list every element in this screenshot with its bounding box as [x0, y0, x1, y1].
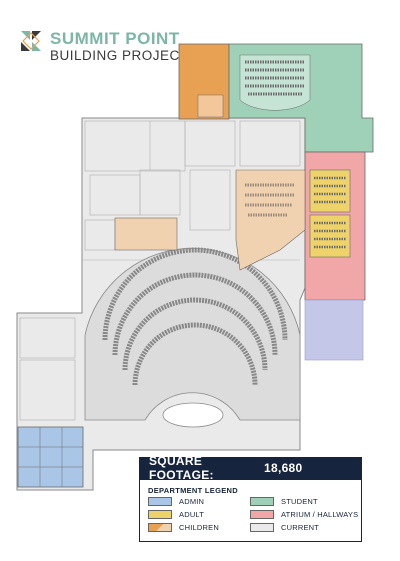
legend-swatch: [148, 523, 172, 532]
legend-item-admin: ADMIN: [148, 497, 204, 506]
legend-swatch: [250, 523, 274, 532]
page-subtitle: BUILDING PROJECT: [50, 48, 189, 63]
legend-item-adult: ADULT: [148, 510, 204, 519]
legend-swatch: [250, 497, 274, 506]
square-footage-value: 18,680: [264, 461, 303, 475]
legend-label: ADMIN: [179, 497, 205, 506]
logo-icon: [21, 31, 41, 51]
legend-swatch: [148, 510, 172, 519]
future-area: [304, 299, 364, 361]
page-title: SUMMIT POINT: [50, 29, 180, 48]
square-footage-label: SQUARE FOOTAGE:: [149, 454, 214, 482]
adult-room-2: [309, 214, 351, 258]
adult-room-1: [309, 169, 351, 213]
children-classroom-middle: [114, 217, 178, 251]
legend-item-current: CURRENT: [250, 523, 319, 532]
legend-item-student: STUDENT: [250, 497, 318, 506]
legend-label: ATRIUM / HALLWAYS: [281, 510, 359, 519]
adult-seating: [314, 176, 346, 249]
sanctuary: [84, 247, 301, 428]
legend-label: ADULT: [179, 510, 205, 519]
department-legend: DEPARTMENT LEGEND ADMIN STUDENT ADULT AT…: [139, 479, 362, 542]
children-seating: [245, 183, 295, 217]
legend-item-atrium: ATRIUM / HALLWAYS: [250, 510, 358, 519]
legend-label: STUDENT: [281, 497, 318, 506]
square-footage-banner: SQUARE FOOTAGE: 18,680: [139, 454, 362, 482]
admin-area: [17, 426, 84, 488]
header: SUMMIT POINT BUILDING PROJECT: [20, 30, 189, 64]
children-classroom: [197, 94, 224, 118]
admin-offices: [18, 427, 83, 487]
legend-title: DEPARTMENT LEGEND: [148, 486, 238, 495]
legend-label: CHILDREN: [179, 523, 219, 532]
student-seating: [245, 60, 305, 96]
legend-item-children: CHILDREN: [148, 523, 219, 532]
legend-swatch: [250, 510, 274, 519]
legend-label: CURRENT: [281, 523, 320, 532]
legend-swatch: [148, 497, 172, 506]
